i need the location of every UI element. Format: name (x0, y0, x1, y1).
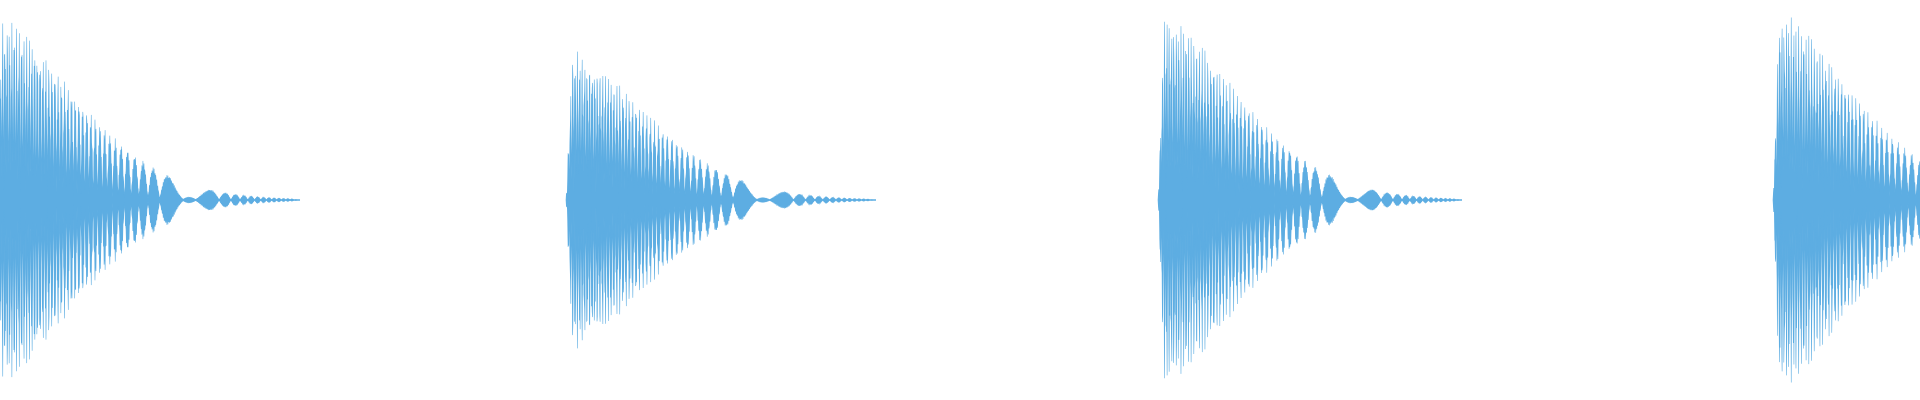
waveform-burst (565, 51, 877, 349)
waveform-bursts (0, 17, 1920, 383)
waveform-burst (1157, 21, 1463, 379)
waveform-burst (0, 22, 301, 378)
waveform-burst (1772, 17, 1920, 383)
waveform-burst-shape (1772, 17, 1920, 383)
